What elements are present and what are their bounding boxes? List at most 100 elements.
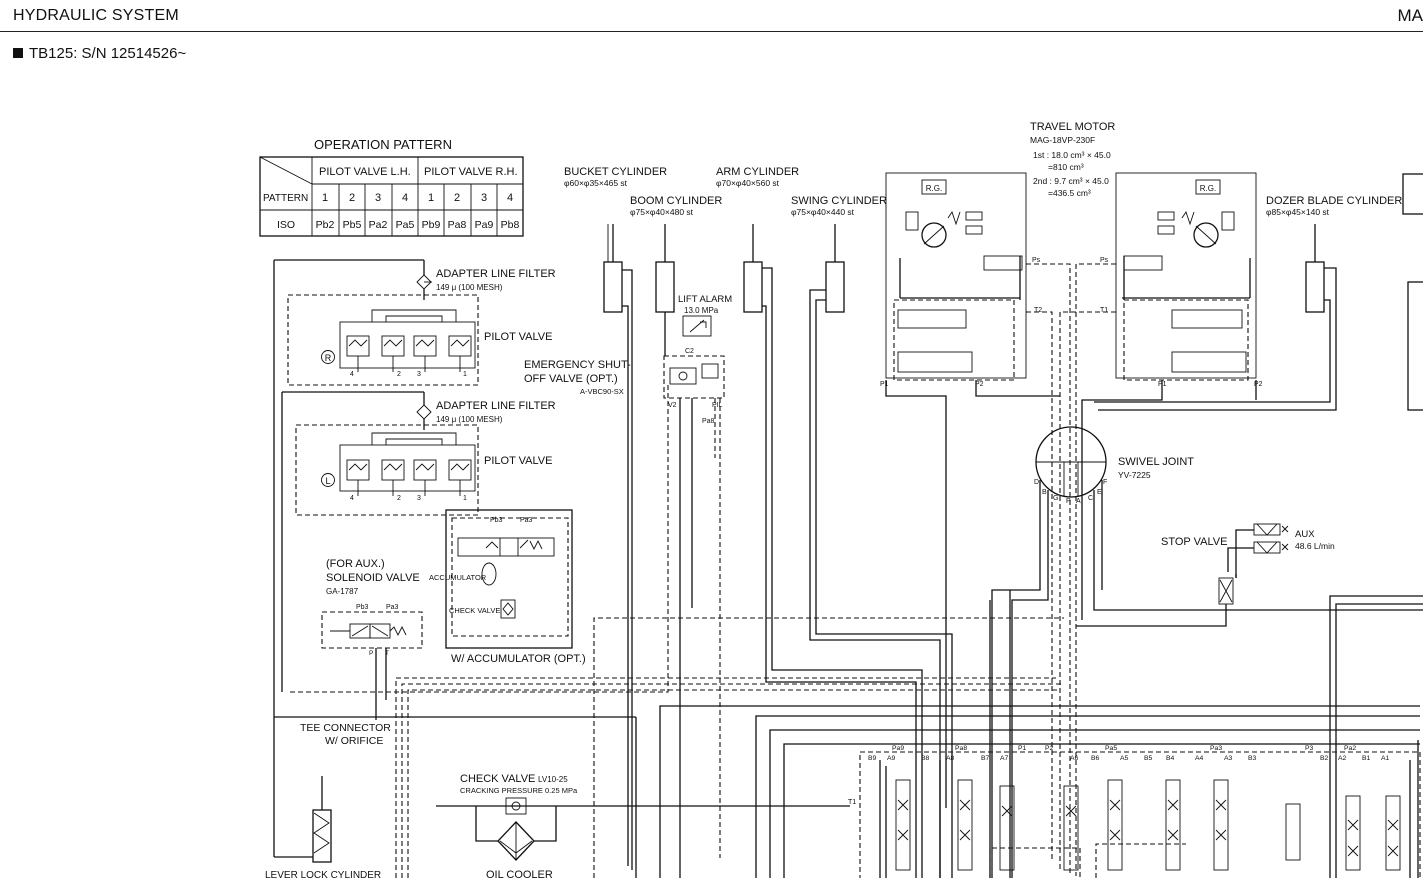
operation-pattern-table: OPERATION PATTERN PILOT VALVE L.H. PILOT…	[259, 137, 524, 237]
check-valve-icon	[500, 599, 516, 619]
port-label: P1	[880, 381, 889, 388]
port-label: T1	[848, 799, 856, 806]
bucket-label: BUCKET CYLINDER	[564, 166, 667, 178]
cv-port: B3	[1248, 755, 1257, 762]
op-table-pattern: PATTERN	[263, 193, 308, 204]
pilot-valve-r: PILOT VALVE	[484, 331, 552, 343]
cv-port: P3	[1305, 745, 1314, 752]
pv-r-port: 2	[397, 371, 401, 378]
op-iso-val: Pb2	[316, 219, 335, 231]
tee-label-1: TEE CONNECTOR	[300, 722, 391, 734]
check-valve-label: CHECK VALVE	[460, 773, 535, 785]
port-label: Ps	[1032, 257, 1041, 264]
adapter-filter-2: ADAPTER LINE FILTER	[436, 400, 556, 412]
stop-valve-label: STOP VALVE	[1161, 536, 1227, 548]
cv-port: P1	[1018, 745, 1027, 752]
swing-cylinder-icon	[825, 261, 845, 313]
emergency-label-1: EMERGENCY SHUT-	[524, 359, 631, 371]
port-label: P2	[1254, 381, 1263, 388]
boom-sub: φ75×φ40×480 st	[630, 207, 694, 217]
boom-cylinder-icon	[655, 261, 675, 313]
bucket-sub: φ60×φ35×465 st	[564, 178, 628, 188]
swing-label: SWING CYLINDER	[791, 195, 887, 207]
port-label: C2	[685, 348, 694, 355]
emergency-valve-box	[663, 355, 725, 399]
oil-cooler-label: OIL COOLER	[486, 869, 553, 878]
pilot-valve-group: ADAPTER LINE FILTER 149 μ (100 MESH) 4 2…	[273, 259, 556, 857]
lever-lock-label: LEVER LOCK CYLINDER	[265, 870, 381, 878]
swivel-sub: YV-7225	[1118, 470, 1151, 480]
tee-label-2: W/ ORIFICE	[325, 735, 383, 747]
accumulator-icon	[481, 562, 497, 586]
cv-port: Pa8	[955, 745, 967, 752]
dozer-label: DOZER BLADE CYLINDER	[1266, 195, 1402, 207]
emergency-label-2: OFF VALVE (OPT.)	[524, 373, 618, 385]
op-iso-val: Pa9	[475, 219, 494, 231]
adapter-filter-2-sub: 149 μ (100 MESH)	[436, 415, 503, 424]
page-header: HYDRAULIC SYSTEM MA	[0, 0, 1423, 32]
pilot-spool-icons	[346, 335, 472, 357]
lift-alarm-label: LIFT ALARM	[678, 294, 732, 305]
swivel-port: D	[1034, 479, 1039, 486]
arm-cylinder-icon	[743, 261, 763, 313]
bucket-cylinder-icon	[603, 261, 623, 313]
op-iso-val: Pa5	[396, 219, 415, 231]
solenoid-label: SOLENOID VALVE	[326, 572, 420, 584]
solenoid-valve-group: (FOR AUX.) SOLENOID VALVE GA-1787 Pb3 Pa…	[321, 509, 586, 720]
swivel-port: G	[1053, 495, 1058, 502]
pv-l-port: 2	[397, 495, 401, 502]
op-iso-val: Pb8	[501, 219, 520, 231]
pv-l-port: 4	[350, 495, 354, 502]
stop-valve-group: STOP VALVE AUX 48.6 L/min	[1076, 523, 1335, 627]
travel-2nd: 2nd : 9.7 cm³ × 45.0	[1033, 176, 1109, 186]
cv-port-labels: B9 A9 Pa9 B8 A8 Pa8 B7 A7 P1 P2 A6 B6 Pa…	[868, 745, 1390, 762]
op-num: 4	[507, 192, 513, 204]
op-table-title: OPERATION PATTERN	[314, 137, 452, 152]
marker-l-circle	[321, 473, 335, 487]
lift-alarm-sub: 13.0 MPa	[684, 306, 719, 315]
rg-label: R.G.	[926, 184, 942, 193]
cv-port: B8	[921, 755, 930, 762]
travel-1st: 1st : 18.0 cm³ × 45.0	[1033, 150, 1111, 160]
port-label: Ps	[1100, 257, 1109, 264]
swivel-port: A	[1076, 498, 1081, 505]
check-valve-small-label: CHECK VALVE	[449, 606, 500, 615]
op-table-rh: PILOT VALVE R.H.	[424, 166, 518, 178]
aux-label: AUX	[1295, 529, 1315, 540]
dozer-sub: φ85×φ45×140 st	[1266, 207, 1330, 217]
cv-port: A3	[1224, 755, 1233, 762]
op-num: 2	[349, 192, 355, 204]
check-valve-icon	[505, 797, 527, 815]
cv-port: Pa5	[1105, 745, 1117, 752]
op-iso-val: Pb5	[343, 219, 362, 231]
cv-port: A8	[946, 755, 955, 762]
cv-port: A5	[1120, 755, 1129, 762]
adapter-filter-1: ADAPTER LINE FILTER	[436, 268, 556, 280]
pv-r-port: 4	[350, 371, 354, 378]
port-label: T	[385, 650, 389, 657]
travel-1st-b: =810 cm³	[1048, 162, 1084, 172]
port-label: Pb3	[356, 604, 369, 611]
cv-port: B7	[981, 755, 990, 762]
accumulator-label: ACCUMULATOR	[429, 573, 487, 582]
op-iso-val: Pa2	[369, 219, 388, 231]
op-num: 2	[454, 192, 460, 204]
pilot-valve-l: PILOT VALVE	[484, 455, 552, 467]
travel-motor-right-icon	[1193, 222, 1219, 248]
cv-spool-icons	[895, 779, 1401, 871]
check-valve-code: LV10-25	[538, 775, 568, 784]
swivel-port: C	[1088, 495, 1093, 502]
boom-label: BOOM CYLINDER	[630, 195, 722, 207]
for-aux-label: (FOR AUX.)	[326, 558, 385, 570]
arm-label: ARM CYLINDER	[716, 166, 799, 178]
port-label: PIL	[712, 402, 723, 409]
solenoid-sub: GA-1787	[326, 587, 359, 596]
swivel-joint: SWIVEL JOINT YV-7225 D B G P A C E F	[991, 426, 1423, 878]
adapter-filter-1-sub: 149 μ (100 MESH)	[436, 283, 503, 292]
port-label: P2	[975, 381, 984, 388]
op-table-iso: ISO	[277, 219, 295, 231]
cv-port: B1	[1362, 755, 1371, 762]
arm-sub: φ70×φ40×560 st	[716, 178, 780, 188]
port-label: V2	[668, 402, 677, 409]
op-iso-val: Pb9	[422, 219, 441, 231]
